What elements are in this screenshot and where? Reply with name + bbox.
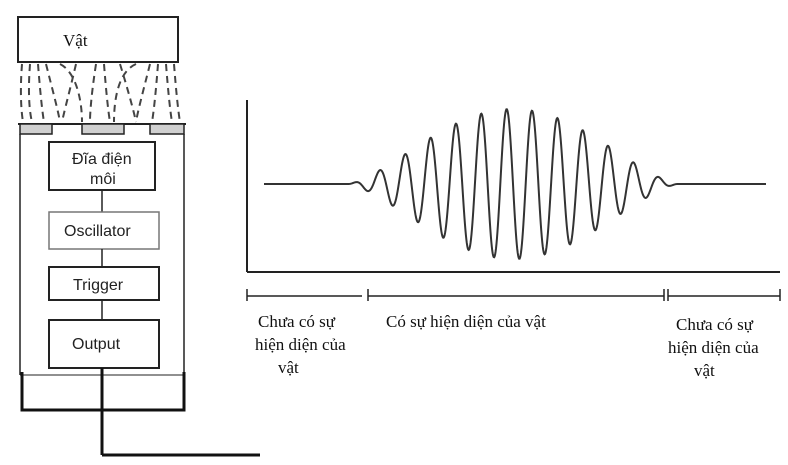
electrode-left [19,123,53,135]
output-block [48,319,160,369]
trigger-block [48,266,160,301]
dielectric-disk-block [48,141,156,191]
left-label-line3: vật [278,358,299,377]
electrode-middle [81,123,125,135]
bracket-lines [246,289,781,301]
right-label-line2: hiện diện của [668,338,759,357]
middle-label: Có sự hiện diện của vật [386,312,546,331]
oscillator-block [48,211,160,250]
oscillator-label: Oscillator [64,223,131,240]
electrode-right [149,123,185,135]
object-box [17,16,179,63]
trigger-label: Trigger [73,277,124,294]
dielectric-label-line2: môi [90,171,116,188]
field-lines [19,63,181,123]
object-label: Vật [63,31,88,50]
dielectric-label-line1: Đĩa điện [72,151,132,168]
output-label: Output [72,336,121,353]
housing-base-wire [20,372,186,412]
right-label-line3: vật [694,361,715,380]
left-label-line1: Chưa có sự [258,312,336,331]
oscillation-waveform [264,108,766,260]
right-label-line1: Chưa có sự [676,315,754,334]
left-label-line2: hiện diện của [255,335,346,354]
